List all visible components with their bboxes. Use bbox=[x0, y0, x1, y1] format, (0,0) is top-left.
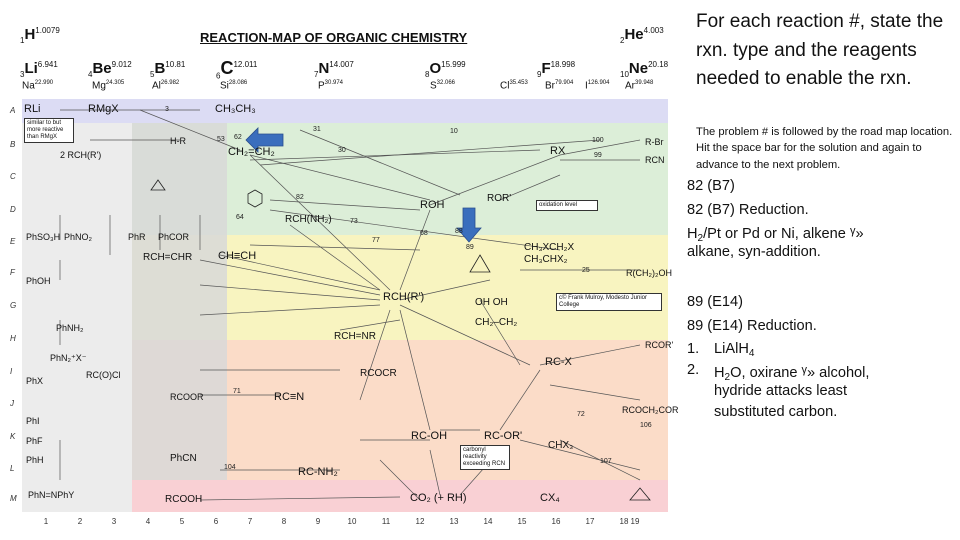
compound-rcoccr: RCOCH₂COR bbox=[622, 405, 679, 415]
instructions-heading: For each reaction #, state the rxn. type… bbox=[696, 8, 954, 94]
compound-rcn-right: RCN bbox=[645, 155, 665, 165]
compound-phno2: PhNO₂ bbox=[64, 232, 92, 242]
rxn-num-62: 62 bbox=[234, 134, 242, 141]
compound-rcnh2: RC-NH₂ bbox=[298, 466, 338, 478]
compound-phso3h: PhSO₃H bbox=[26, 232, 60, 242]
rxn-num-88: 88 bbox=[455, 228, 463, 235]
box-copyright: c© Frank Mulroy, Modesto Junior College bbox=[556, 293, 662, 311]
compound-ch2ch2b: CH₂–CH₂ bbox=[475, 317, 517, 328]
rxn-num-73: 73 bbox=[350, 218, 358, 225]
compound-rch2nr: RCH=NR bbox=[334, 331, 376, 342]
compound-rcrr: RCH(R') bbox=[383, 291, 424, 303]
compound-rcocl: RC(O)Cl bbox=[86, 370, 121, 380]
rxn-num-106: 106 bbox=[640, 422, 652, 429]
compound-ror: ROR' bbox=[487, 193, 511, 204]
rxn-num-68: 68 bbox=[420, 230, 428, 237]
rxn-num-30: 30 bbox=[338, 147, 346, 154]
problem-89-step-2-number: 2. bbox=[687, 360, 699, 381]
rxn-num-53: 53 bbox=[217, 136, 225, 143]
compound-phx: PhX bbox=[26, 376, 43, 386]
compound-phh: PhH bbox=[26, 455, 44, 465]
rxn-num-99: 99 bbox=[594, 152, 602, 159]
problem-89-step-2-line-3: substituted carbon. bbox=[714, 402, 837, 423]
compound-cx4: CX₄ bbox=[540, 492, 560, 504]
rxn-num-89: 89 bbox=[466, 244, 474, 251]
compound-phr: PhR bbox=[128, 232, 146, 242]
rxn-num-71: 71 bbox=[233, 388, 241, 395]
compound-rmgx: RMgX bbox=[88, 103, 119, 115]
compound-rbr: R-Br bbox=[645, 137, 664, 147]
rxn-num-82: 82 bbox=[296, 194, 304, 201]
problem-89-label: 89 (E14) bbox=[687, 292, 743, 313]
compound-chx3: CHX₃ bbox=[548, 440, 573, 451]
compound-phcor: PhCOR bbox=[158, 232, 189, 242]
rxn-num-100: 100 bbox=[592, 137, 604, 144]
compound-phoh: PhOH bbox=[26, 276, 51, 286]
compound-rcooh: RC-OH bbox=[411, 430, 447, 442]
compound-ch3ch3: CH₃CH₃ bbox=[215, 103, 256, 115]
problem-82-line: 82 (B7) Reduction. bbox=[687, 200, 809, 221]
compound-ohoh: OH OH bbox=[475, 297, 508, 308]
compound-rcx: RC-X bbox=[545, 356, 572, 368]
compound-rx: RX bbox=[550, 145, 565, 157]
reaction-map-image: REACTION-MAP OF ORGANIC CHEMISTRY 1H1.00… bbox=[0, 0, 680, 540]
compound-hr: H-R bbox=[170, 136, 186, 146]
instructions-note: The problem # is followed by the road ma… bbox=[696, 124, 956, 173]
compound-co2: CO₂ (+ RH) bbox=[410, 492, 467, 504]
compound-rchnh2: RCH(NH₂) bbox=[285, 214, 332, 225]
compound-phnnph: PhN=NPhY bbox=[28, 490, 74, 500]
problem-89-step-1-number: 1. bbox=[687, 339, 699, 360]
rxn-num-64: 64 bbox=[236, 214, 244, 221]
box-carbonyl: carbonyl reactivity exceeding RCN bbox=[460, 445, 510, 470]
compound-rcn: RC≡N bbox=[274, 391, 304, 403]
rxn-num-104: 104 bbox=[224, 464, 236, 471]
compound-rcooh-bottom: RCOOH bbox=[165, 494, 202, 505]
compound-roh-right: R(CH₂)₂OH bbox=[626, 268, 672, 278]
compound-phnh2: PhNH₂ bbox=[56, 323, 84, 333]
compound-ch2ch2: CH₂=CH₂ bbox=[228, 146, 275, 158]
compound-ch3chx2: CH₃CHX₂ bbox=[524, 254, 568, 265]
rxn-num-77: 77 bbox=[372, 237, 380, 244]
compound-phi: PhI bbox=[26, 416, 40, 426]
compound-chch: CH≡CH bbox=[218, 250, 256, 262]
box-oxidation: oxidation level bbox=[536, 200, 598, 211]
box-similar: similar to but more reactive than RMgX bbox=[24, 118, 74, 143]
compound-rcor-right: RCOR' bbox=[645, 340, 673, 350]
compound-rcocr: RCOCR bbox=[360, 368, 397, 379]
rxn-num-25: 25 bbox=[582, 267, 590, 274]
rxn-num-10: 10 bbox=[450, 128, 458, 135]
compound-rcoor3: RCOOR bbox=[170, 392, 204, 402]
problem-89-step-2-line-2: hydride attacks least bbox=[714, 381, 847, 402]
reaction-lines bbox=[0, 0, 680, 540]
compound-rch-r2: 2 RCH(R') bbox=[60, 150, 101, 160]
compound-rchchr: RCH=CHR bbox=[143, 252, 192, 263]
problem-89-line: 89 (E14) Reduction. bbox=[687, 316, 817, 337]
compound-phf: PhF bbox=[26, 436, 43, 446]
compound-phcn: PhCN bbox=[170, 453, 197, 464]
rxn-num-107: 107 bbox=[600, 458, 612, 465]
compound-roh: ROH bbox=[420, 199, 444, 211]
compound-rli: RLi bbox=[24, 103, 41, 115]
problem-82-result: alkane, syn-addition. bbox=[687, 242, 821, 263]
compound-rcoor: RC-OR' bbox=[484, 430, 522, 442]
compound-ch3xchx: CH₃XCH₂X bbox=[524, 242, 574, 253]
rxn-num-31: 31 bbox=[313, 126, 321, 133]
rxn-num-3: 3 bbox=[165, 106, 169, 113]
problem-82-label: 82 (B7) bbox=[687, 176, 735, 197]
rxn-num-72: 72 bbox=[577, 411, 585, 418]
compound-phn2x: PhN₂⁺X⁻ bbox=[50, 353, 87, 364]
